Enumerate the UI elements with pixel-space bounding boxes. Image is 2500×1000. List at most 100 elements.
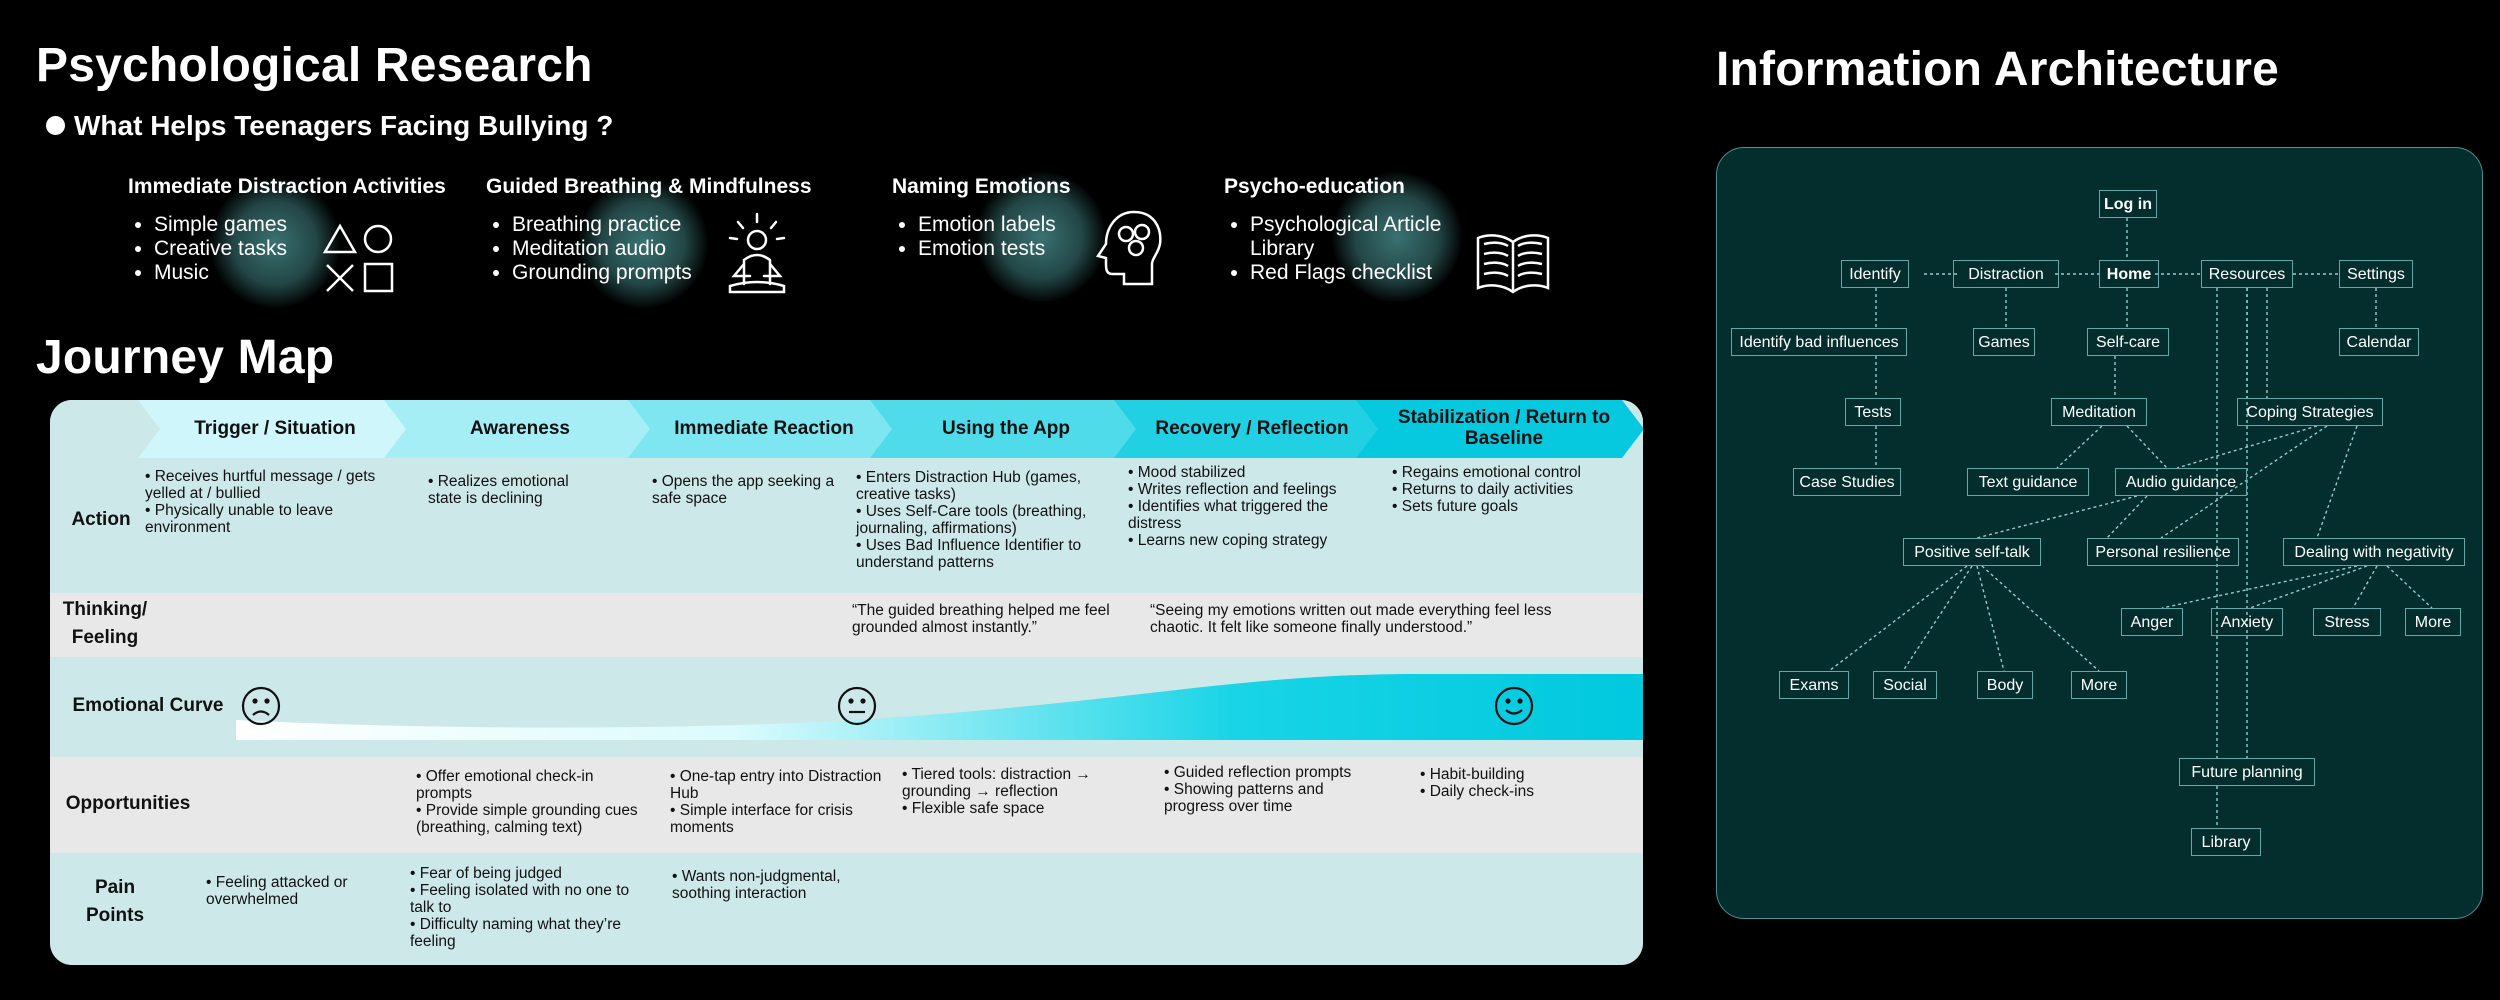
glow-decoration: [578, 178, 708, 308]
category-item: Music: [154, 261, 458, 285]
research-category-naming: Naming Emotions Emotion labels Emotion t…: [892, 175, 1152, 261]
ia-title: Information Architecture: [1716, 43, 2280, 96]
stage-label: Using the App: [941, 418, 1071, 439]
action-cell: • Realizes emotional state is declining: [428, 473, 569, 507]
action-cell: • Enters Distraction Hub (games, creativ…: [856, 469, 1087, 571]
row-label-thinking: Thinking/ Feeling: [62, 599, 148, 648]
journey-title: Journey Map: [36, 331, 335, 384]
ia-node-audio-guidance[interactable]: Audio guidance: [2115, 468, 2247, 496]
category-item: Psychological Article Library: [1250, 213, 1474, 261]
emotional-curve: [236, 672, 1643, 740]
category-title: Psycho-education: [1224, 175, 1405, 198]
ia-panel: Log in Identify Distraction Home Resourc…: [1716, 147, 2483, 919]
action-cell: • Mood stabilized • Writes reflection an…: [1128, 464, 1337, 549]
stage-label: Immediate Reaction: [674, 418, 854, 439]
stage-arrow: [1356, 400, 1643, 458]
stage-arrow: [628, 400, 898, 458]
action-cell: • Receives hurtful message / gets yelled…: [145, 468, 376, 536]
ia-node-negativity[interactable]: Dealing with negativity: [2283, 538, 2465, 566]
category-title: Naming Emotions: [892, 175, 1071, 198]
opportunity-cell: • Habit-building • Daily check-ins: [1420, 766, 1534, 800]
research-title: Psychological Research: [36, 39, 593, 92]
research-category-distraction: Immediate Distraction Activities Simple …: [128, 175, 458, 285]
row-label-action: Action: [71, 509, 131, 530]
head-emotions-icon: [1095, 210, 1162, 286]
thinking-cell: “Seeing my emotions written out made eve…: [1150, 602, 1552, 636]
ia-node-distraction[interactable]: Distraction: [1953, 260, 2059, 288]
category-item: Breathing practice: [512, 213, 826, 237]
ia-node-case-studies[interactable]: Case Studies: [1793, 468, 1901, 496]
research-question: What Helps Teenagers Facing Bullying ?: [74, 110, 614, 141]
opportunities-band: [50, 757, 1643, 853]
stage-label: Awareness: [470, 418, 570, 439]
ia-node-coping[interactable]: Coping Strategies: [2237, 398, 2383, 426]
category-item: Meditation audio: [512, 237, 826, 261]
stage-arrow: [138, 400, 412, 458]
stage-label: Trigger / Situation: [194, 418, 356, 439]
ia-connectors: [1828, 218, 2433, 828]
ia-node-meditation[interactable]: Meditation: [2051, 398, 2147, 426]
research-category-breathing: Guided Breathing & Mindfulness Breathing…: [486, 175, 826, 285]
ia-node-social[interactable]: Social: [1873, 671, 1937, 699]
stage-arrows: [138, 400, 1643, 458]
ia-node-library[interactable]: Library: [2191, 828, 2261, 856]
ia-node-identify-bad[interactable]: Identify bad influences: [1731, 328, 1907, 356]
ia-node-selfcare[interactable]: Self-care: [2087, 328, 2169, 356]
stage-label: Recovery / Reflection: [1155, 418, 1349, 439]
ia-node-anxiety[interactable]: Anxiety: [2211, 608, 2283, 636]
ia-node-login[interactable]: Log in: [2099, 190, 2157, 218]
row-label-pain: Pain Points: [85, 877, 145, 926]
ia-node-resources[interactable]: Resources: [2201, 260, 2293, 288]
category-item: Creative tasks: [154, 237, 458, 261]
ia-node-games[interactable]: Games: [1973, 328, 2035, 356]
stage-arrow: [870, 400, 1142, 458]
pain-cell: • Feeling attacked or overwhelmed: [206, 874, 348, 908]
book-icon: [1476, 234, 1550, 294]
action-band: [50, 458, 1643, 593]
ia-node-anger[interactable]: Anger: [2121, 608, 2183, 636]
action-cell: • Regains emotional control • Returns to…: [1392, 464, 1581, 515]
ia-node-future[interactable]: Future planning: [2179, 758, 2315, 786]
research-category-psychoeducation: Psycho-education Psychological Article L…: [1224, 175, 1474, 285]
category-title: Immediate Distraction Activities: [128, 175, 446, 198]
ia-node-resilience[interactable]: Personal resilience: [2087, 538, 2239, 566]
category-item: Emotion tests: [918, 237, 1152, 261]
game-symbols-icon: [322, 223, 394, 293]
action-cell: • Opens the app seeking a safe space: [652, 473, 835, 507]
glow-decoration: [1332, 172, 1462, 302]
ia-node-more[interactable]: More: [2071, 671, 2127, 699]
ia-node-exams[interactable]: Exams: [1779, 671, 1849, 699]
thinking-band: [50, 593, 1643, 657]
opportunity-cell: • Offer emotional check-in prompts • Pro…: [416, 768, 638, 836]
ia-node-identify[interactable]: Identify: [1841, 260, 1909, 288]
glow-decoration: [210, 178, 340, 308]
ia-node-text-guidance[interactable]: Text guidance: [1967, 468, 2089, 496]
ia-node-settings[interactable]: Settings: [2339, 260, 2413, 288]
ia-node-positive[interactable]: Positive self-talk: [1903, 538, 2041, 566]
sad-face-icon: [241, 686, 281, 726]
pain-cell: • Fear of being judged • Feeling isolate…: [410, 865, 630, 950]
stage-arrow: [384, 400, 656, 458]
ia-node-body[interactable]: Body: [1977, 671, 2033, 699]
ia-node-stress[interactable]: Stress: [2313, 608, 2381, 636]
opportunity-cell: • Tiered tools: distraction → grounding …: [902, 766, 1091, 817]
journey-map: Trigger / Situation Awareness Immediate …: [50, 400, 1643, 965]
happy-face-icon: [1494, 686, 1534, 726]
category-item: Simple games: [154, 213, 458, 237]
ia-node-tests[interactable]: Tests: [1845, 398, 1901, 426]
pain-band: [50, 853, 1643, 965]
category-item: Red Flags checklist: [1250, 261, 1474, 285]
meditation-icon: [728, 212, 786, 294]
category-item: Emotion labels: [918, 213, 1152, 237]
category-item: Grounding prompts: [512, 261, 826, 285]
row-label-emotional: Emotional Curve: [72, 695, 224, 716]
glow-decoration: [976, 172, 1106, 302]
thinking-cell: “The guided breathing helped me feel gro…: [852, 602, 1110, 636]
ia-node-more[interactable]: More: [2405, 608, 2461, 636]
ia-node-calendar[interactable]: Calendar: [2339, 328, 2419, 356]
stage-arrow: [1114, 400, 1384, 458]
opportunity-cell: • Guided reflection prompts • Showing pa…: [1164, 764, 1352, 815]
row-label-opportunities: Opportunities: [65, 793, 191, 814]
ia-node-home[interactable]: Home: [2099, 260, 2159, 288]
stage-label: Stabilization / Return to Baseline: [1397, 407, 1611, 449]
